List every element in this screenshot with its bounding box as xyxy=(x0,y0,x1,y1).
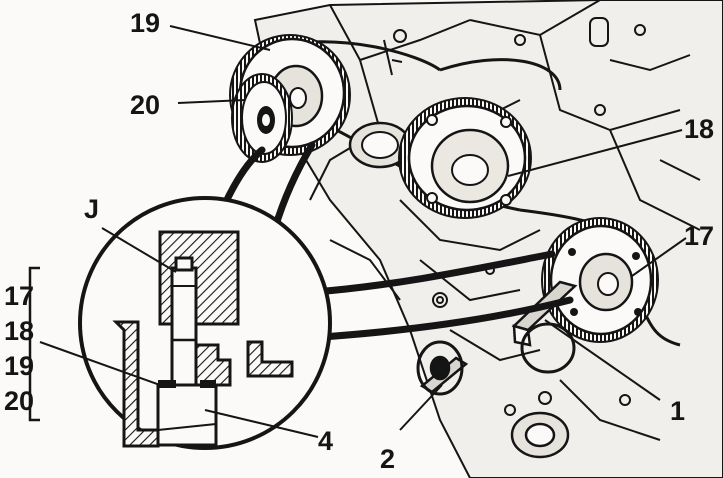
label-18: 18 xyxy=(684,114,714,144)
label-17-right: 17 xyxy=(684,221,714,251)
leader-lines xyxy=(39,25,687,438)
label-j: J xyxy=(84,194,99,224)
label-2: 2 xyxy=(380,444,395,474)
group-bracket xyxy=(28,266,40,422)
locking-tool-2 xyxy=(416,340,570,459)
detail-zoom-circle xyxy=(78,196,332,450)
label-20-top: 20 xyxy=(130,90,160,120)
label-18-bracket: 18 xyxy=(4,316,34,346)
label-19-bracket: 19 xyxy=(4,351,34,381)
sprocket-17 xyxy=(541,217,659,343)
label-20-bracket: 20 xyxy=(4,386,34,416)
label-1: 1 xyxy=(670,396,685,426)
sprocket-20 xyxy=(231,73,293,163)
sprocket-18 xyxy=(398,97,532,219)
label-17-bracket: 17 xyxy=(4,281,34,311)
callout-labels: 19 20 18 17 J 17 18 19 20 4 2 1 xyxy=(4,8,714,474)
label-4: 4 xyxy=(318,426,333,456)
label-19-top: 19 xyxy=(130,8,160,38)
